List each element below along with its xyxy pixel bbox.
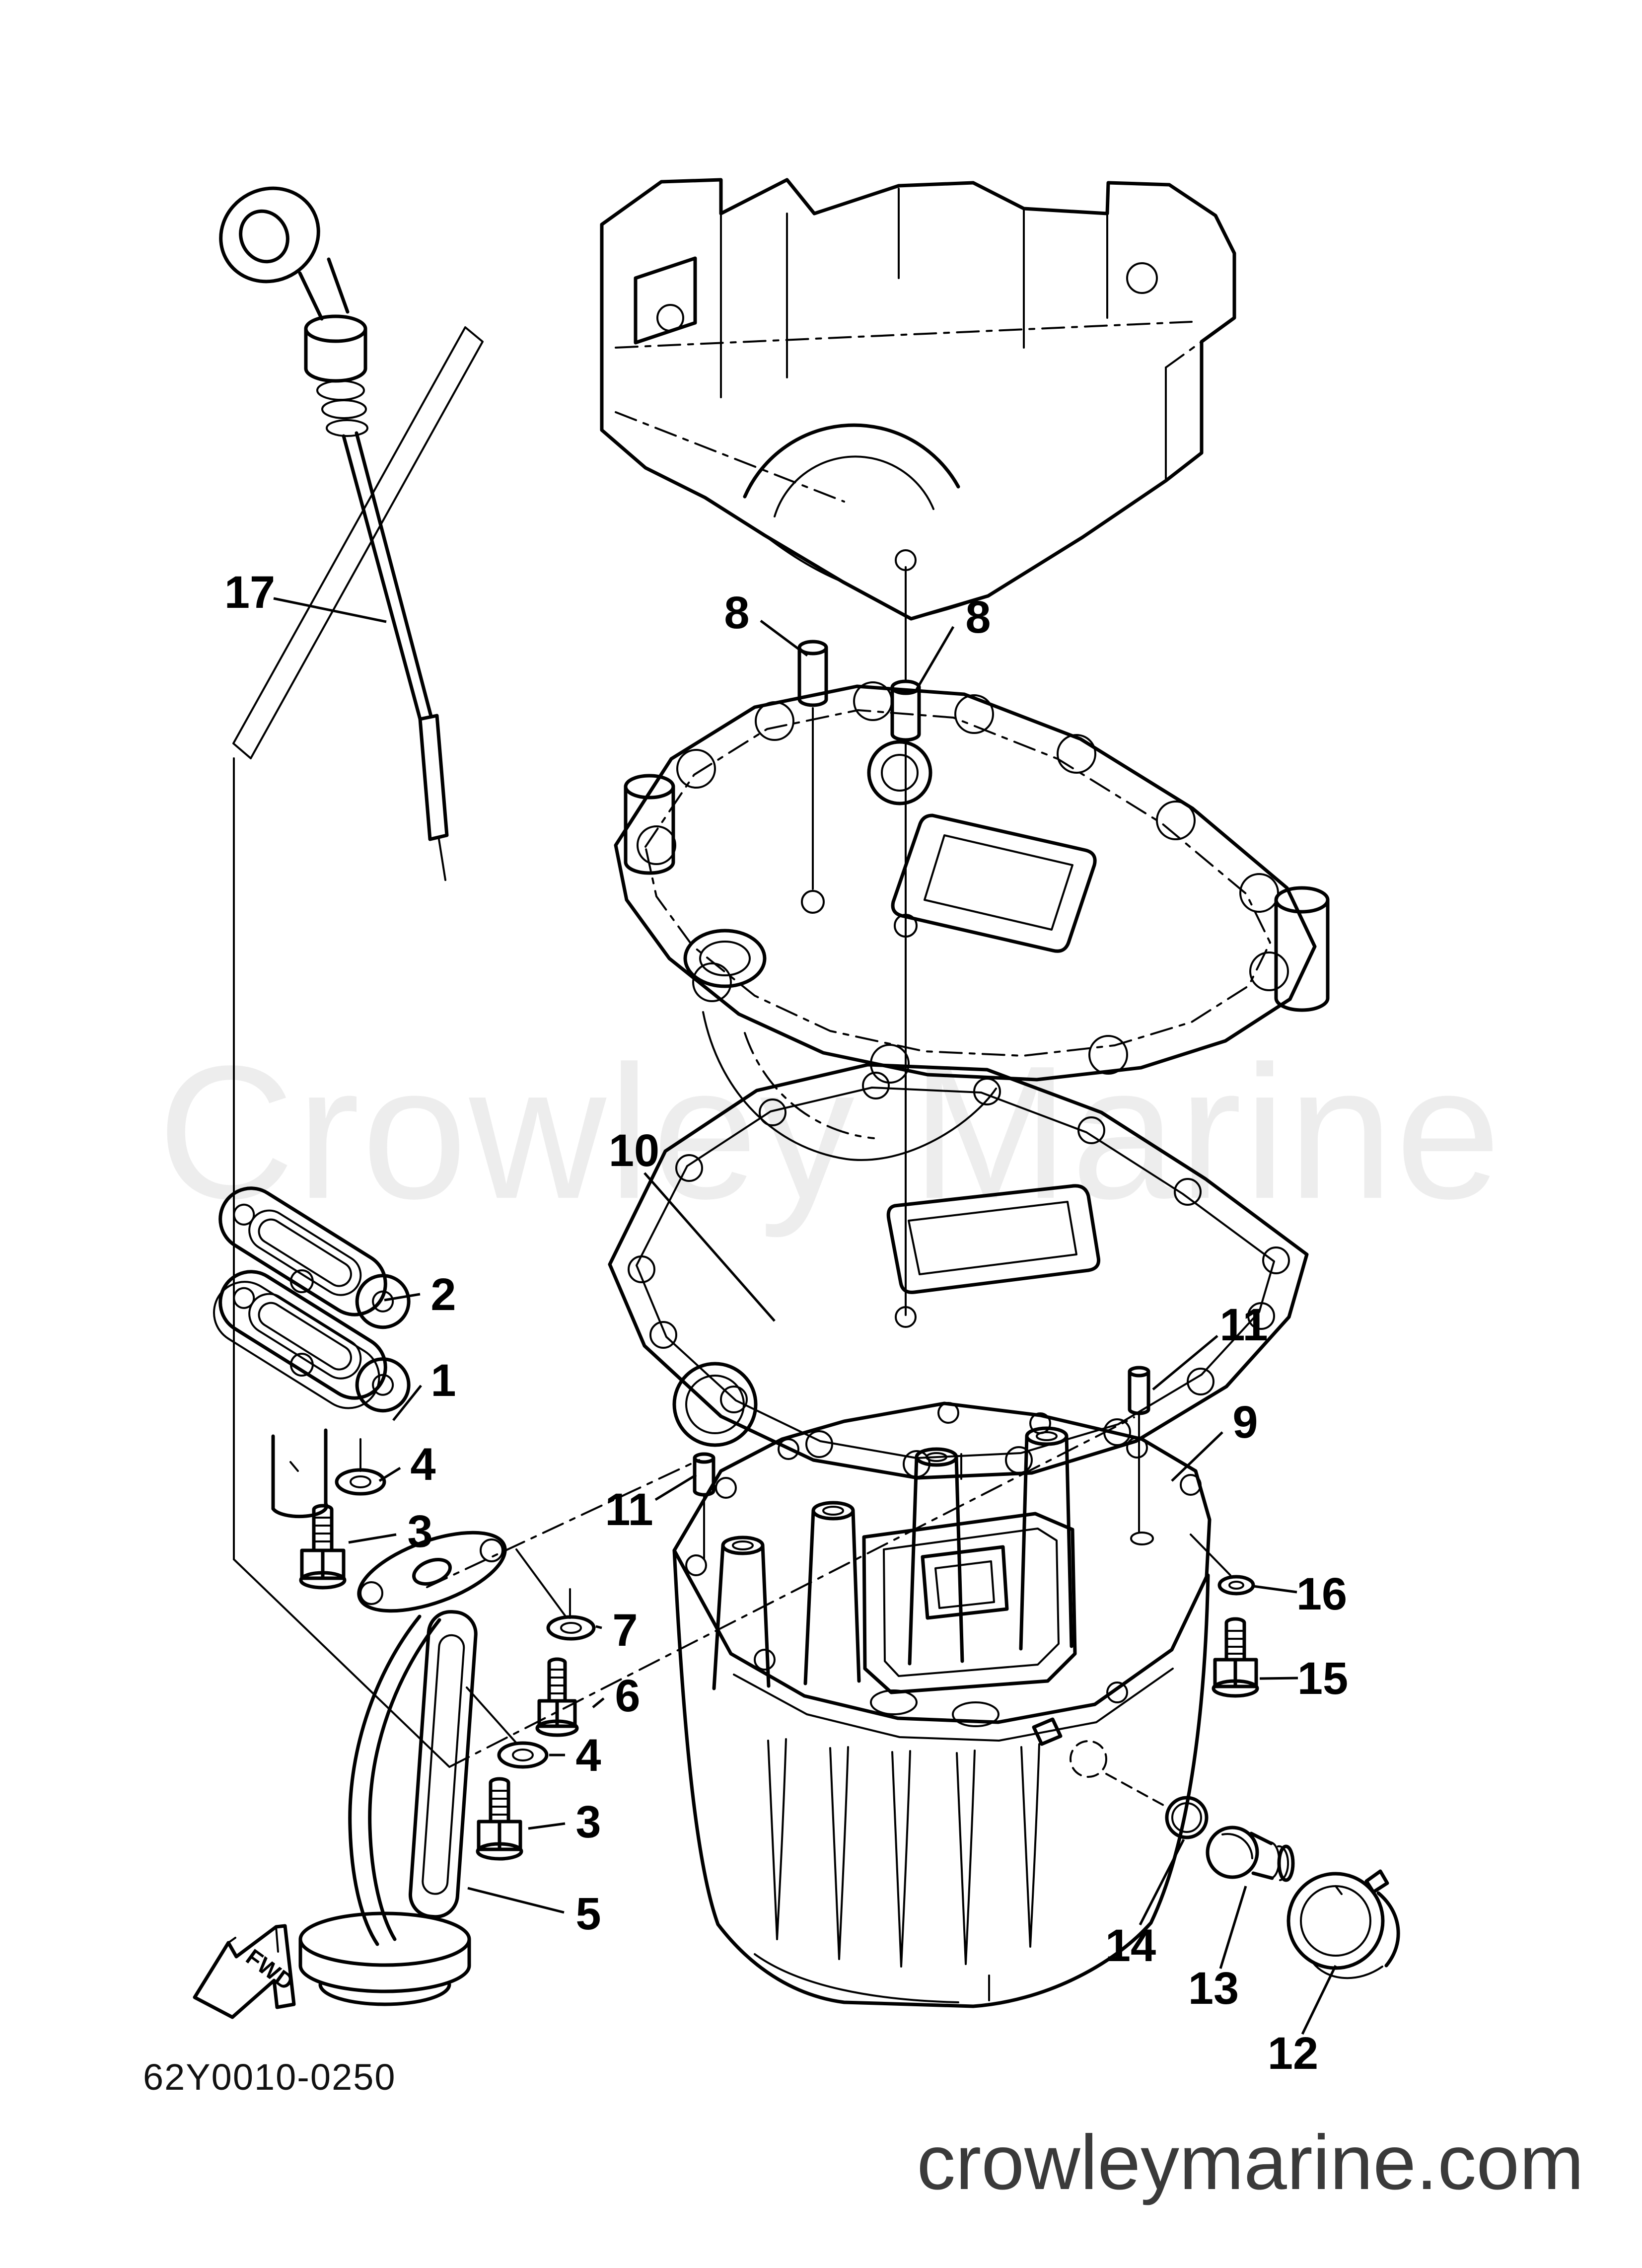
callout-label-5: 5: [575, 1889, 601, 1939]
pan-bolt-towers: [712, 1426, 1073, 1690]
leader-line-15: [1259, 1677, 1298, 1680]
callout-label-17: 17: [224, 567, 275, 618]
dowel-pin-11-left: [693, 1452, 715, 1559]
callout-label-10: 10: [609, 1125, 659, 1176]
washer-4a: [335, 1438, 386, 1496]
dowel-pin-11-right: [1128, 1366, 1150, 1534]
leader-line-5: [467, 1887, 565, 1914]
bolt-6: [535, 1657, 579, 1737]
callout-label-7: 7: [612, 1605, 638, 1656]
callout-label-4: 4: [575, 1730, 601, 1781]
leader-line-1: [392, 1385, 422, 1421]
oil-pickup-assembly-drawing: [298, 1531, 507, 2006]
washer-4b: [466, 1686, 549, 1769]
oil-strainer-body-drawing: [213, 1270, 411, 1519]
callout-label-11: 11: [1219, 1300, 1268, 1350]
leader-line-9: [1171, 1431, 1223, 1482]
leader-line-11: [654, 1473, 697, 1501]
leader-line-17: [273, 597, 387, 623]
callout-label-13: 13: [1188, 1963, 1239, 2014]
leader-line-2: [384, 1293, 421, 1302]
callout-label-6: 6: [615, 1671, 640, 1721]
oil-pan-drawing: [672, 1401, 1212, 2008]
gasket-drawing: [608, 1063, 1309, 1480]
leader-line-8: [915, 626, 955, 691]
leader-line-4: [378, 1466, 401, 1482]
leader-line-16: [1253, 1585, 1297, 1594]
callout-label-12: 12: [1268, 2028, 1318, 2079]
callout-label-16: 16: [1296, 1569, 1347, 1619]
pan-ribs: [767, 1738, 1040, 1968]
fwd-arrow-label: FWD: [241, 1944, 298, 1995]
leader-line-8: [760, 619, 808, 657]
section-plane-lines: [232, 326, 1135, 1768]
callout-label-1: 1: [430, 1355, 456, 1406]
oil-plug-cap-12: [1286, 1869, 1400, 1979]
callout-label-15: 15: [1297, 1653, 1348, 1704]
leader-line-12: [1301, 1965, 1337, 2035]
leader-line-13: [1219, 1886, 1247, 1969]
engine-block-drawing: [600, 178, 1236, 621]
watermark-text: Crowley Marine: [157, 1026, 1502, 1240]
bolt-15: [1212, 1617, 1259, 1698]
oil-strainer-gasket-drawing: [218, 1186, 411, 1329]
callout-label-9: 9: [1232, 1397, 1258, 1448]
dowel-pin-8-right: [890, 566, 921, 1328]
part-code-text: 62Y0010-0250: [143, 2056, 396, 2098]
washer-7: [515, 1548, 596, 1641]
callout-label-4: 4: [410, 1439, 435, 1490]
callout-label-11: 11: [605, 1484, 653, 1535]
bolt-3b: [476, 1777, 523, 1861]
bolt-3a: [299, 1504, 347, 1590]
leader-line-6: [592, 1697, 605, 1708]
washer-16: [1190, 1534, 1255, 1596]
dowel-pin-8-left: [797, 640, 828, 890]
fwd-arrow: FWD: [193, 1924, 298, 2019]
callout-label-2: 2: [430, 1269, 456, 1320]
callout-label-8: 8: [724, 587, 749, 638]
leader-line-14: [1139, 1838, 1185, 1926]
leader-line-10: [643, 1172, 776, 1322]
callout-label-14: 14: [1105, 1920, 1156, 1971]
leader-line-11: [1152, 1335, 1218, 1390]
leader-line-3: [348, 1533, 397, 1544]
callout-label-8: 8: [965, 592, 991, 643]
callout-label-3: 3: [575, 1797, 601, 1847]
leader-line-7: [595, 1625, 602, 1629]
dipstick-drawing: [219, 186, 449, 881]
website-text: crowleymarine.com: [917, 2120, 1584, 2206]
leader-line-3: [528, 1822, 566, 1830]
callout-label-3: 3: [407, 1506, 432, 1557]
drain-plug-13: [1206, 1826, 1295, 1882]
o-ring-14: [1165, 1796, 1209, 1839]
